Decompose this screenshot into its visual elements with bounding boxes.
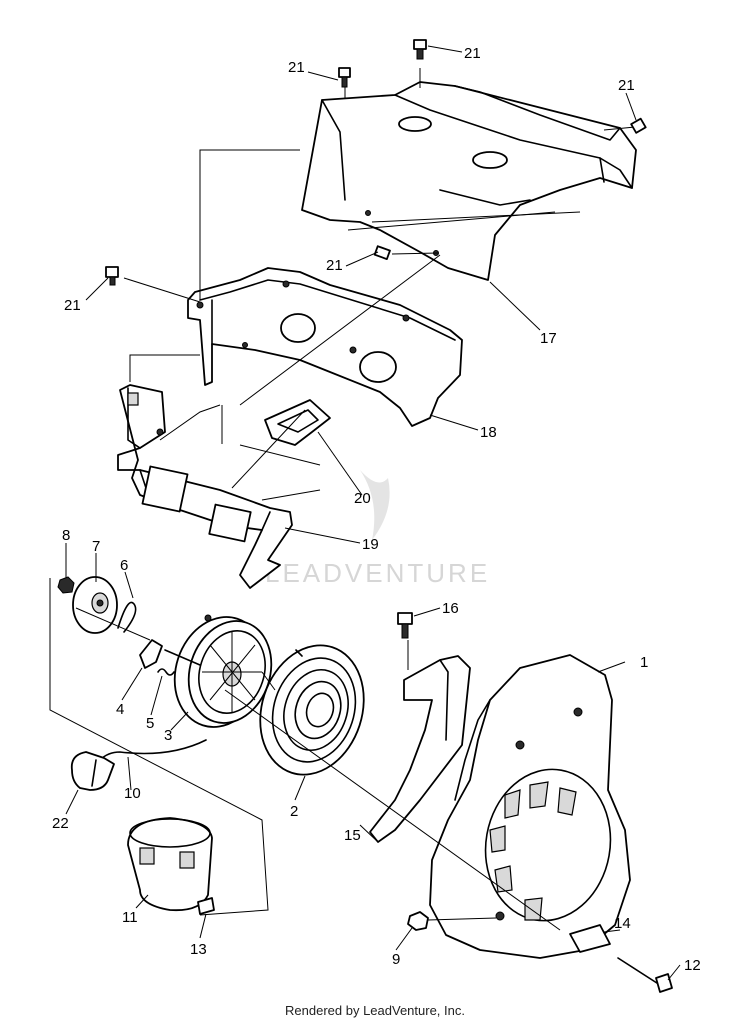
- part-11-rope-guide[interactable]: [127, 817, 213, 912]
- part-19-lower-bracket[interactable]: [117, 384, 293, 589]
- callout-21: 21: [618, 77, 635, 94]
- callout-19: 19: [362, 536, 379, 553]
- part-5-pawl-spring[interactable]: [157, 668, 175, 676]
- part-12-long-bolt[interactable]: [617, 957, 673, 993]
- part-20-gasket[interactable]: [264, 399, 331, 446]
- callout-13: 13: [190, 941, 207, 958]
- part-6-spring-clip[interactable]: [117, 601, 137, 633]
- callout-21: 21: [464, 45, 481, 62]
- bolt-21-left[interactable]: [105, 266, 119, 286]
- part-17-top-shroud[interactable]: [301, 81, 637, 281]
- bolt-21-middle[interactable]: [373, 245, 391, 260]
- callout-21: 21: [326, 257, 343, 274]
- part-7-starter-cup[interactable]: [72, 576, 118, 634]
- part-18-bracket-plate[interactable]: [187, 267, 463, 427]
- callout-11: 11: [122, 909, 138, 926]
- callout-22: 22: [52, 815, 69, 832]
- bolt-21-right[interactable]: [630, 117, 647, 134]
- callout-15: 15: [344, 827, 361, 844]
- watermark-text: LEADVENTURE: [265, 558, 490, 588]
- callout-18: 18: [480, 424, 497, 441]
- part-16-bolt[interactable]: [397, 612, 413, 639]
- part-3-rope-reel[interactable]: [161, 605, 284, 739]
- part-9-nut[interactable]: [407, 911, 429, 931]
- callout-17: 17: [540, 330, 557, 347]
- part-22-starter-handle[interactable]: [70, 751, 115, 791]
- callout-3: 3: [164, 727, 172, 744]
- part-10-starter-rope[interactable]: [99, 739, 207, 761]
- callout-1: 1: [640, 654, 648, 671]
- callout-2: 2: [290, 803, 298, 820]
- callout-14: 14: [614, 915, 631, 932]
- part-4-pawl[interactable]: [139, 639, 163, 669]
- bolt-21-top[interactable]: [413, 39, 427, 60]
- bolt-21-left-top[interactable]: [338, 67, 351, 88]
- part-14-bracket-clip[interactable]: [569, 924, 611, 953]
- callout-16: 16: [442, 600, 459, 617]
- callout-20: 20: [354, 490, 371, 507]
- footer-credit: Rendered by LeadVenture, Inc.: [285, 1003, 465, 1018]
- watermark: LEADVENTURE: [265, 470, 490, 588]
- callout-12: 12: [684, 957, 701, 974]
- callout-4: 4: [116, 701, 124, 718]
- part-13-screw[interactable]: [197, 897, 215, 915]
- callout-8: 8: [62, 527, 70, 544]
- callout-21: 21: [288, 59, 305, 76]
- callout-6: 6: [120, 557, 128, 574]
- part-8-nut[interactable]: [57, 576, 75, 594]
- callout-21: 21: [64, 297, 81, 314]
- callout-10: 10: [124, 785, 141, 802]
- callout-leaders: [65, 45, 681, 981]
- callout-labels: 21 21 21 21 21 17 18 20 19 8 7 6 4 5 3 2…: [52, 45, 701, 974]
- part-1-fan-housing[interactable]: [429, 654, 631, 959]
- callout-9: 9: [392, 951, 400, 968]
- alignment-lines-upper: [123, 68, 636, 501]
- part-2-recoil-spring[interactable]: [244, 632, 380, 788]
- callout-7: 7: [92, 538, 100, 555]
- callout-5: 5: [146, 715, 154, 732]
- alignment-lines-lower: [49, 578, 561, 931]
